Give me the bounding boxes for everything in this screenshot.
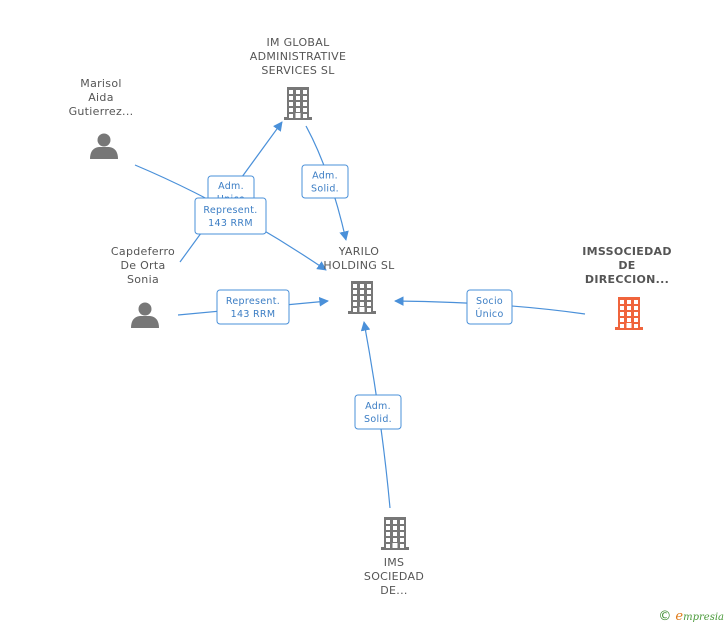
edge-labels-layer: Adm.UnicoRepresent.143 RRMAdm.Solid.Repr…: [194, 164, 513, 430]
edge-label-box: [216, 289, 290, 325]
node-label: DE...: [380, 584, 407, 597]
node-label: Capdeferro: [111, 245, 175, 258]
edge-label-text: 143 RRM: [231, 309, 276, 320]
edge-label-text: Adm.: [365, 401, 391, 412]
node-label: Sonia: [127, 273, 159, 286]
empresia-credit[interactable]: ©empresia: [658, 609, 724, 624]
edge-label-text: 143 RRM: [208, 218, 253, 229]
node-label: Marisol: [80, 77, 121, 90]
node-ims[interactable]: IMSSOCIEDADDE...: [364, 517, 424, 597]
node-label: ADMINISTRATIVE: [250, 50, 346, 63]
edge-label-e3[interactable]: Adm. Solid.: [301, 164, 349, 199]
edges-layer: [134, 121, 586, 509]
edge-label-text: Solid.: [364, 414, 392, 425]
brand-initial: e: [675, 609, 684, 624]
node-label: De Orta: [120, 259, 165, 272]
node-imssociedad[interactable]: IMSSOCIEDADDEDIRECCION...: [582, 245, 672, 330]
edge-label-box: [466, 289, 513, 325]
building-icon: [284, 87, 312, 120]
edge-label-e4[interactable]: Represent. 143 RRM: [216, 289, 290, 325]
edge-label-text: Adm.: [218, 181, 244, 192]
person-icon: [131, 302, 159, 328]
node-label: SERVICES SL: [261, 64, 335, 77]
node-label: HOLDING SL: [323, 259, 395, 272]
node-label: Aida: [88, 91, 114, 104]
building-icon: [615, 297, 643, 330]
edge-label-e6[interactable]: Adm. Solid.: [354, 394, 402, 430]
edge-label-box: [354, 394, 402, 430]
edge-label-box: [194, 197, 267, 235]
node-label: YARILO: [338, 245, 380, 258]
node-label: IM GLOBAL: [266, 36, 330, 49]
building-icon: [381, 517, 409, 550]
node-label: SOCIEDAD: [364, 570, 424, 583]
node-label: DE: [618, 259, 635, 272]
node-label: IMSSOCIEDAD: [582, 245, 672, 258]
edge-label-text: Represent.: [226, 296, 280, 307]
node-marisol[interactable]: MarisolAidaGutierrez...: [69, 77, 134, 159]
node-label: Gutierrez...: [69, 105, 134, 118]
edge-label-text: Represent.: [203, 205, 257, 216]
edge-label-text: Socio: [476, 296, 503, 307]
edge-label-text: Único: [475, 308, 503, 320]
node-label: DIRECCION...: [585, 273, 669, 286]
edge-label-text: Solid.: [311, 184, 339, 195]
brand-name: mpresia: [683, 612, 724, 623]
node-label: IMS: [384, 556, 405, 569]
edge-label-text: Adm.: [312, 171, 338, 182]
edge-label-e2[interactable]: Represent. 143 RRM: [194, 197, 267, 235]
person-icon: [90, 133, 118, 159]
edge-label-box: [301, 164, 349, 199]
copyright-icon: ©: [658, 609, 672, 624]
building-icon: [348, 281, 376, 314]
